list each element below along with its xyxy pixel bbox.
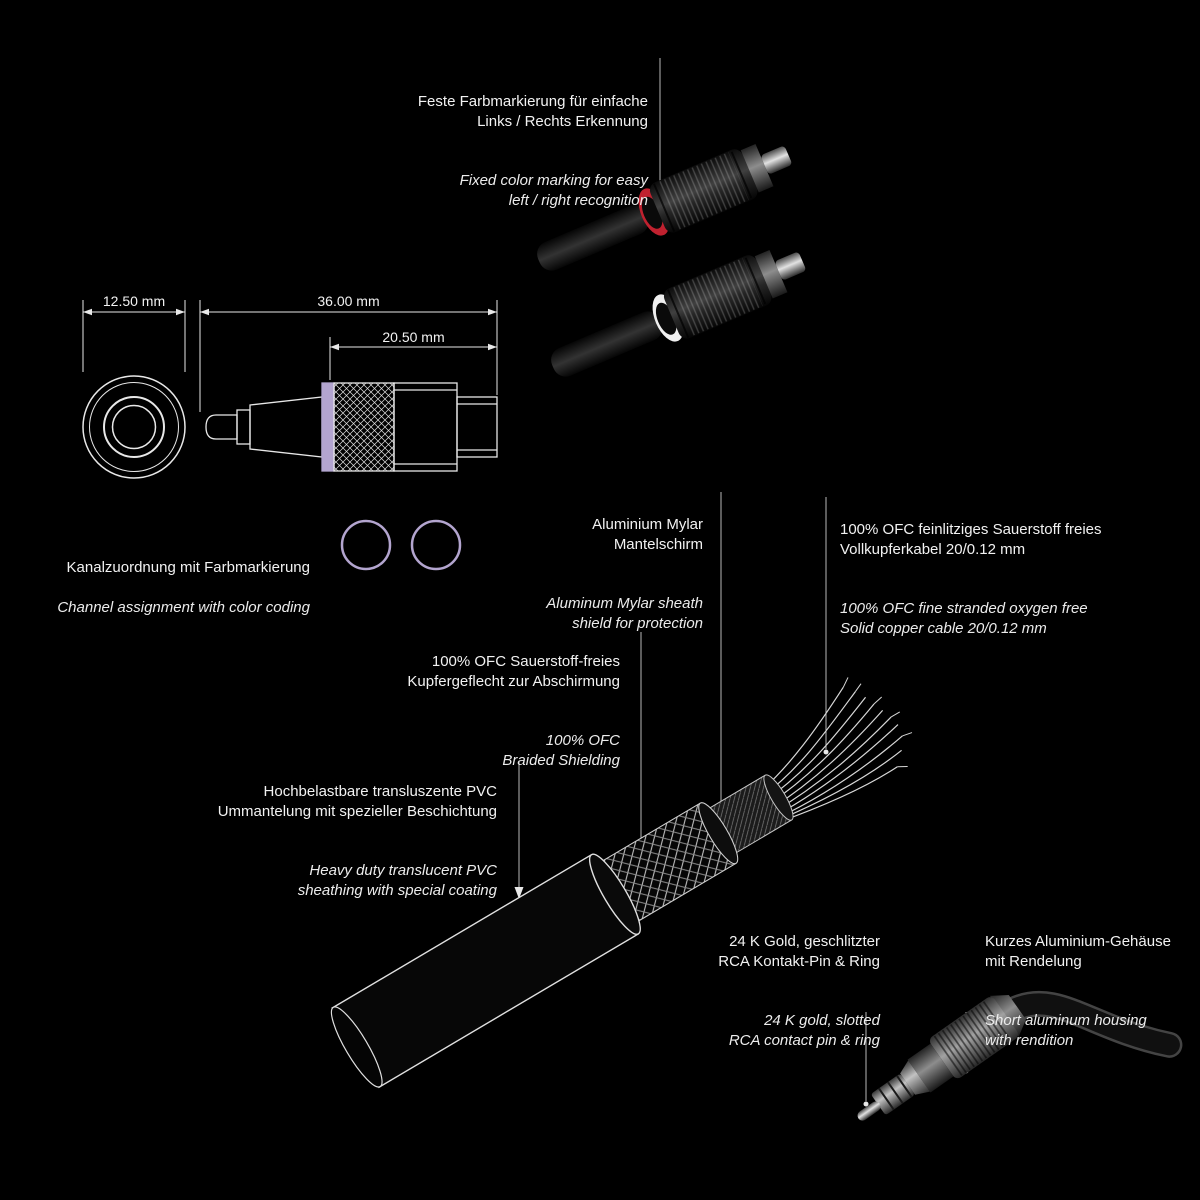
side-view-knurl [333,382,395,472]
annotation-braid: 100% OFC Sauerstoff-freies Kupfergeflech… [407,632,620,791]
dimension-lines [82,300,498,412]
side-view-barrel [393,382,458,472]
annotation-mylar-de: Aluminium Mylar Mantelschirm [592,516,703,553]
leader-copper [823,497,829,755]
bottom-front-collar [907,1043,954,1093]
annotation-housing-de: Kurzes Aluminium-Gehäuse mit Rendelung [985,933,1171,970]
connector-collar [754,249,788,299]
channel-circle-left [340,519,392,571]
rca-connector-bottom [857,990,1183,1121]
rca-connector-white [551,249,806,377]
annotation-pvc-en: Heavy duty translucent PVC sheathing wit… [297,862,497,899]
channel-circle-right [410,519,462,571]
leader-pvc [514,762,524,899]
annotation-color-marking-en: Fixed color marking for easy left / righ… [459,172,648,209]
bottom-contact-pin [857,1101,881,1121]
annotation-channel-assignment-en: Channel assignment with color coding [57,599,310,616]
connector-cable [537,205,649,271]
annotation-copper-en: 100% OFC fine stranded oxygen free Solid… [840,600,1088,637]
annotation-color-marking-de: Feste Farbmarkierung für einfache Links … [417,93,648,130]
annotation-channel-assignment-de: Kanalzuordnung mit Farbmarkierung [66,559,310,576]
leader-braid [638,632,644,851]
annotation-housing: Kurzes Aluminium-Gehäuse mit Rendelung S… [985,912,1171,1071]
connector-side-view [205,382,498,472]
leader-mylar [718,492,724,808]
side-view-pin [205,414,238,440]
leader-color-marking [657,58,663,192]
annotation-braid-de: 100% OFC Sauerstoff-freies Kupfergeflech… [407,653,620,690]
bottom-cone [900,1060,930,1095]
pvc-jacket [330,853,641,1089]
annotation-color-marking: Feste Farbmarkierung für einfache Links … [418,72,648,231]
side-view-pin-collar [236,409,251,445]
side-view-color-band [321,382,335,472]
connector-tip [775,252,806,280]
annotation-channel-assignment: Kanalzuordnung mit Farbmarkierung Channe… [57,538,310,638]
annotation-mylar-en: Aluminum Mylar sheath shield for protect… [546,595,703,632]
connector-knurl [670,258,763,337]
connector-front-view [82,375,186,479]
annotation-pvc-de: Hochbelastbare transluszente PVC Ummante… [217,783,497,820]
channel-color-circles [340,519,462,571]
annotation-copper: 100% OFC feinlitziges Sauerstoff freies … [840,500,1102,659]
connector-cable [551,311,663,377]
rca-connector-red [537,143,792,271]
annotation-gold-pin-en: 24 K gold, slotted RCA contact pin & rin… [728,1012,880,1049]
bottom-cable [1003,993,1180,1056]
annotation-copper-de: 100% OFC feinlitziges Sauerstoff freies … [840,521,1102,558]
annotation-gold-pin-de: 24 K Gold, geschlitzter RCA Kontakt-Pin … [718,933,880,970]
cable-cutaway [330,677,913,1089]
annotation-gold-pin: 24 K Gold, geschlitzter RCA Kontakt-Pin … [718,912,880,1071]
dimension-total-length: 36.00 mm [317,293,380,309]
annotation-mylar: Aluminium Mylar Mantelschirm Aluminum My… [546,495,703,654]
connector-collar [740,143,774,193]
side-view-rear [456,396,498,458]
leader-gold-pin [863,1012,869,1107]
annotation-pvc: Hochbelastbare transluszente PVC Ummante… [218,762,497,921]
connector-tip [761,146,792,174]
annotation-housing-en: Short aluminum housing with rendition [985,1012,1147,1049]
dimension-barrel-length: 20.50 mm [382,329,445,345]
annotation-braid-en: 100% OFC Braided Shielding [502,732,620,769]
dimension-front-diameter: 12.50 mm [102,293,166,309]
connector-knurl [656,152,749,231]
side-view-front-body [249,396,323,458]
